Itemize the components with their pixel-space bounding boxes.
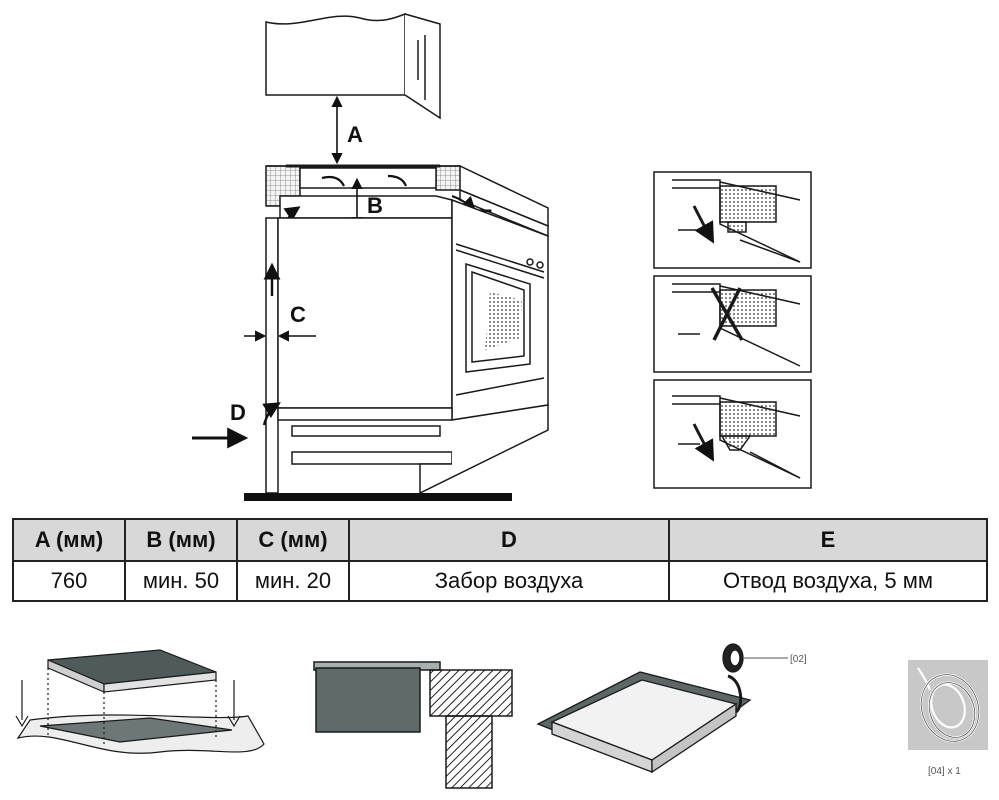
- table-row: 760 мин. 50 мин. 20 Забор воздуха Отвод …: [12, 560, 988, 602]
- header-c: C (мм): [236, 518, 350, 562]
- cell-a: 760: [12, 560, 126, 602]
- detail-panel-incorrect: [653, 275, 812, 373]
- header-b: B (мм): [124, 518, 238, 562]
- dimension-c: C: [244, 302, 316, 342]
- cell-b: мин. 50: [124, 560, 238, 602]
- sealing-tape-illustration: [536, 643, 788, 774]
- header-e: E: [668, 518, 988, 562]
- spec-table: A (мм) B (мм) C (мм) D E 760 мин. 50 мин…: [12, 518, 988, 602]
- label-a: A: [347, 122, 363, 147]
- detail-panel-correct-2: [653, 379, 812, 489]
- edge-section-illustration: [313, 661, 513, 789]
- cooktop-insertion-illustration: [15, 649, 265, 754]
- cell-d: Забор воздуха: [348, 560, 670, 602]
- floor: [244, 493, 512, 501]
- cable-part-label: [04] x 1: [928, 766, 961, 777]
- cable-illustration: [908, 660, 988, 750]
- label-b: B: [367, 193, 383, 218]
- detail-panel-correct-1: [653, 171, 812, 269]
- dimension-a: A: [331, 95, 363, 165]
- countertop: [265, 164, 549, 238]
- side-airflow: [192, 262, 281, 449]
- header-d: D: [348, 518, 670, 562]
- cell-c: мин. 20: [236, 560, 350, 602]
- label-d: D: [230, 400, 246, 425]
- label-c: C: [290, 302, 306, 327]
- table-header-row: A (мм) B (мм) C (мм) D E: [12, 518, 988, 562]
- cell-e: Отвод воздуха, 5 мм: [668, 560, 988, 602]
- upper-cabinet: [265, 12, 441, 120]
- lower-cabinet: [265, 198, 549, 495]
- header-a: A (мм): [12, 518, 126, 562]
- tape-part-label: [02]: [790, 654, 807, 665]
